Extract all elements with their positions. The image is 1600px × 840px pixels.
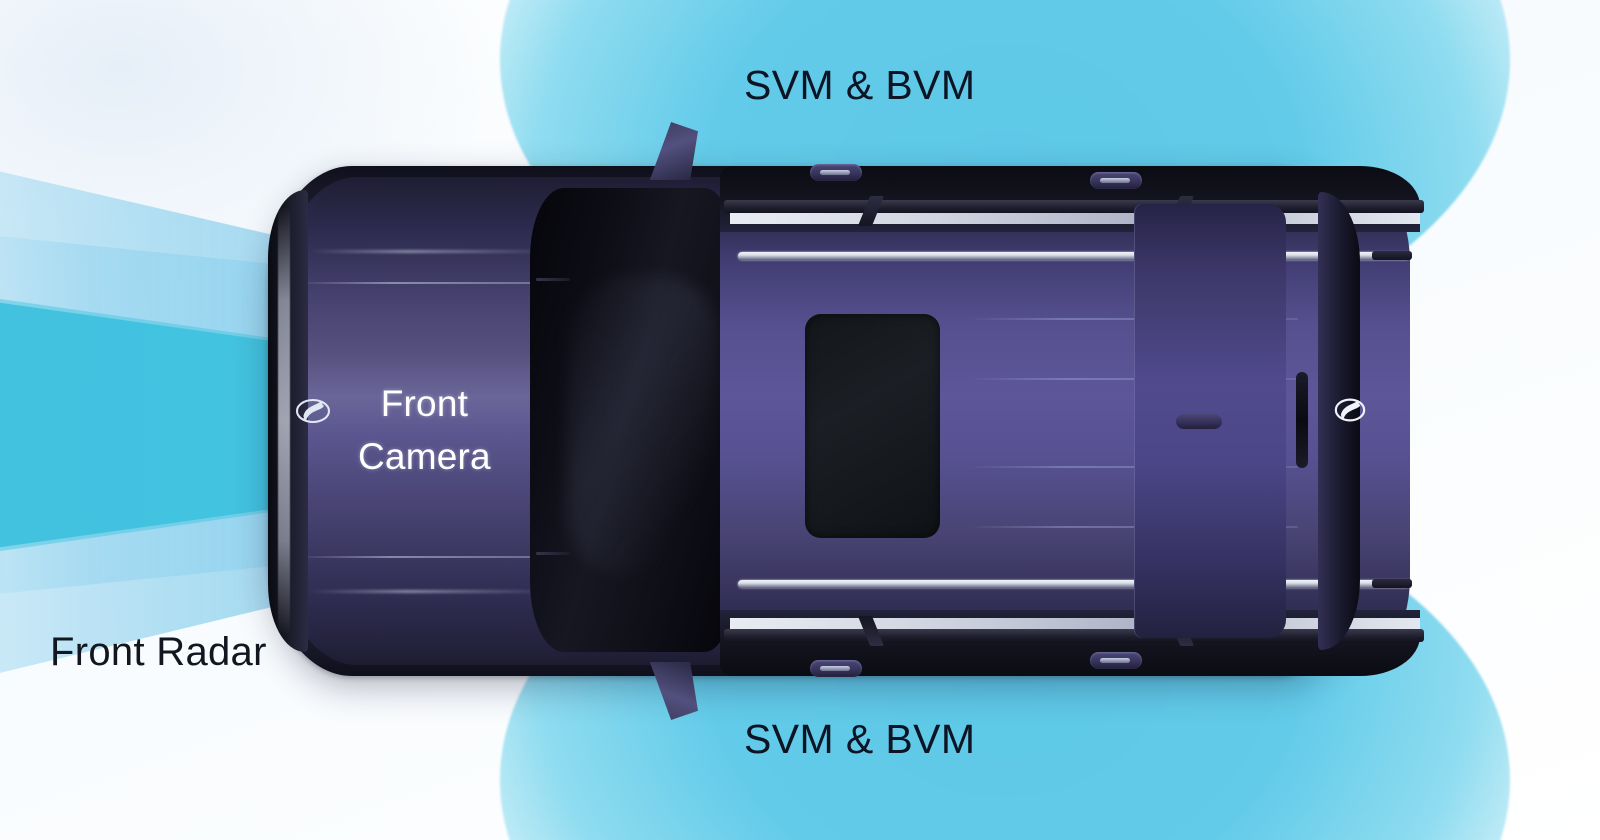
door-handle-front-left xyxy=(810,164,862,181)
hood-gloss-lower xyxy=(308,590,558,593)
hyundai-logo-front-icon xyxy=(294,392,332,430)
door-handle-rear-right xyxy=(1090,652,1142,669)
roof-rail-cap-upper xyxy=(1372,251,1412,260)
roof-swage-4 xyxy=(968,526,1298,528)
hood-crease-upper xyxy=(294,282,572,284)
svm-bvm-top-label: SVM & BVM xyxy=(744,62,976,108)
hood-crease-lower xyxy=(294,556,572,558)
roof-swage-1 xyxy=(968,318,1298,320)
roof-swage-2 xyxy=(968,378,1298,380)
front-bumper-highlight xyxy=(278,206,290,636)
wiper-upper-icon xyxy=(536,278,570,281)
roof-rail-lower xyxy=(738,580,1410,588)
windshield-reflection xyxy=(568,276,718,576)
high-mount-brake-light xyxy=(1296,372,1308,468)
vehicle-top-view xyxy=(268,122,1424,720)
wiper-lower-icon xyxy=(536,552,570,555)
roof-swage-3 xyxy=(968,466,1298,468)
front-camera-label: Front Camera xyxy=(358,378,491,483)
svm-bvm-bottom-label: SVM & BVM xyxy=(744,716,976,762)
hatch-handle xyxy=(1176,414,1222,429)
front-camera-label-line1: Front xyxy=(380,383,469,424)
front-radar-label: Front Radar xyxy=(50,630,267,674)
door-handle-rear-left xyxy=(1090,172,1142,189)
hyundai-logo-rear-icon xyxy=(1332,392,1368,428)
roof-rail-cap-lower xyxy=(1372,579,1412,588)
roof-rail-upper xyxy=(738,252,1410,260)
front-camera-label-line2: Camera xyxy=(358,435,491,477)
windshield-glass xyxy=(530,188,730,652)
hood-gloss-upper xyxy=(308,250,558,253)
door-handle-front-right xyxy=(810,660,862,677)
vehicle-hood xyxy=(286,182,576,660)
panoramic-sunroof xyxy=(805,314,940,538)
